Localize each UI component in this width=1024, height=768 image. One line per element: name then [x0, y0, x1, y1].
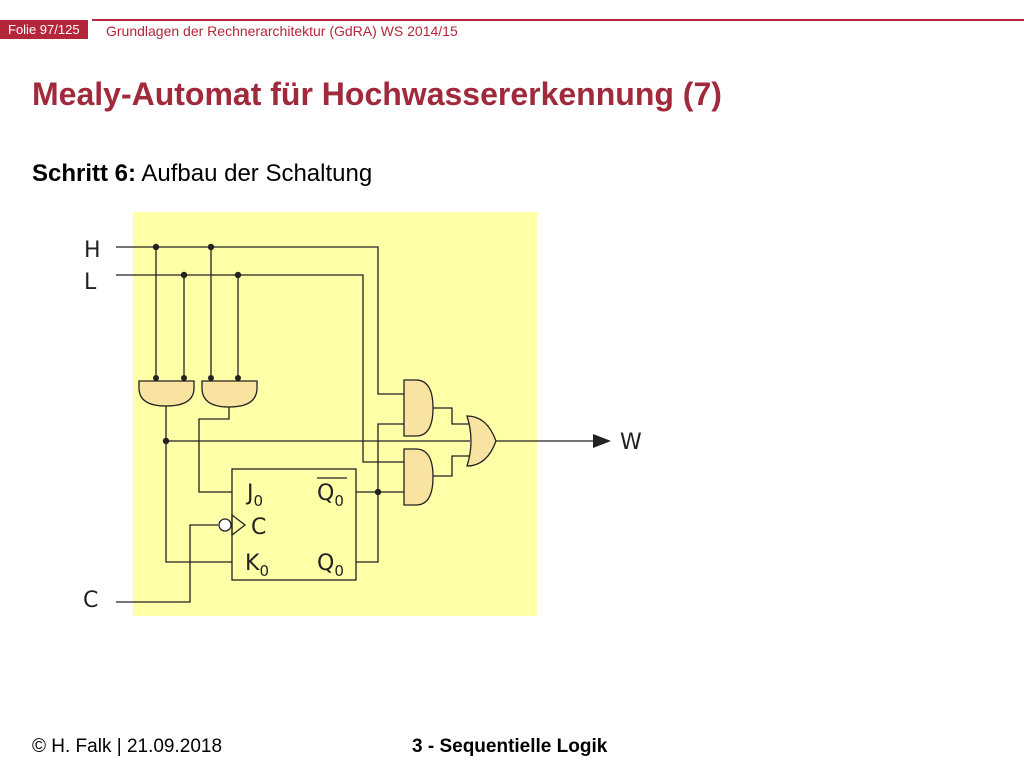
step-text: Aufbau der Schaltung [136, 160, 373, 187]
ff-pin-c: C [251, 515, 266, 540]
jk-flipflop [231, 468, 357, 581]
input-label-h: H [84, 238, 101, 263]
subtitle: Schritt 6: Aufbau der Schaltung [32, 160, 372, 188]
and-gate-upper [403, 379, 434, 437]
ff-pin-k: K0 [245, 551, 269, 580]
step-label: Schritt 6: [32, 160, 137, 187]
footer-author: © H. Falk | 21.09.2018 [32, 736, 223, 757]
ff-pin-q: Q0 [317, 551, 344, 580]
ff-pin-qbar: Q0 [317, 481, 344, 510]
wires [116, 246, 595, 603]
course-title: Grundlagen der Rechnerarchitektur (GdRA)… [106, 23, 458, 39]
input-label-c: C [83, 588, 98, 613]
output-arrow-icon [593, 434, 611, 448]
junction-dots [152, 243, 382, 496]
input-label-l: L [84, 270, 97, 295]
ff-pin-j: J0 [245, 481, 263, 510]
output-label-w: W [620, 430, 642, 455]
and-gate-lower [403, 448, 434, 506]
clock-edge-icon [231, 513, 247, 537]
and-gate-right [201, 380, 258, 408]
clock-inversion-bubble [218, 518, 232, 532]
footer-chapter: 3 - Sequentielle Logik [412, 736, 608, 757]
page-title: Mealy-Automat für Hochwassererkennung (7… [32, 76, 722, 112]
and-gate-left [138, 380, 195, 407]
header-rule [92, 19, 1024, 21]
slide-number-badge: Folie 97/125 [0, 20, 88, 39]
or-gate [466, 415, 497, 467]
